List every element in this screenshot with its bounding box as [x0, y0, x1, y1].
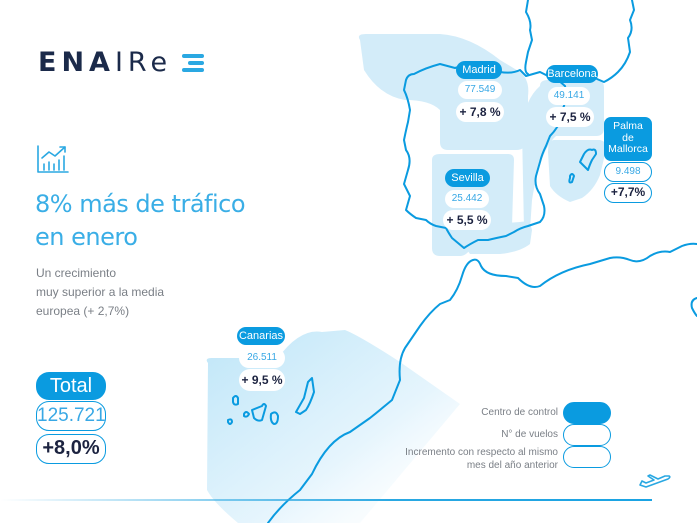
center-flights: 49.141	[548, 87, 590, 105]
enaire-logo: ENAIRe	[38, 48, 208, 78]
legend-swatch-flights	[563, 424, 611, 446]
airplane-takeoff-icon	[639, 474, 671, 488]
total-label: Total	[36, 372, 106, 400]
center-name: Madrid	[456, 61, 502, 79]
bottom-divider	[0, 499, 652, 501]
three-bars-icon	[182, 52, 208, 74]
center-increase: + 7,5 %	[546, 107, 594, 127]
center-name: Sevilla	[445, 169, 490, 187]
center-name: Canarias	[237, 327, 285, 345]
total-increase: +8,0%	[36, 434, 106, 464]
headline-subtext: Un crecimiento muy superior a la media e…	[36, 266, 165, 318]
legend-swatch-increase	[563, 446, 611, 468]
center-increase: + 9,5 %	[239, 369, 285, 391]
legend-label-increase: Incremento con respecto al mismo mes del…	[405, 447, 558, 471]
center-name: Barcelona	[546, 65, 598, 83]
headline-line-1: 8% más de tráfico	[35, 190, 246, 218]
coastlines	[227, 0, 697, 523]
center-flights: 26.511	[239, 348, 285, 368]
center-increase: + 7,8 %	[456, 102, 504, 122]
legend-swatch-control-center	[563, 402, 611, 424]
center-name: Palma de Mallorca	[604, 117, 652, 161]
legend-label-flights: N° de vuelos	[501, 429, 558, 440]
headline-line-2: en enero	[35, 223, 138, 251]
center-flights: 77.549	[458, 81, 502, 99]
headline: 8% más de tráfico en enero	[35, 188, 246, 254]
legend-label-control-center: Centro de control	[481, 407, 558, 418]
center-flights: 25.442	[445, 190, 489, 208]
logo-wordmark: ENAIRe	[38, 47, 173, 78]
center-flights: 9.498	[604, 162, 652, 182]
trend-chart-icon	[37, 145, 69, 173]
total-flights: 125.721	[36, 401, 106, 431]
center-increase: +7,7%	[604, 183, 652, 203]
center-increase: + 5,5 %	[443, 210, 491, 230]
